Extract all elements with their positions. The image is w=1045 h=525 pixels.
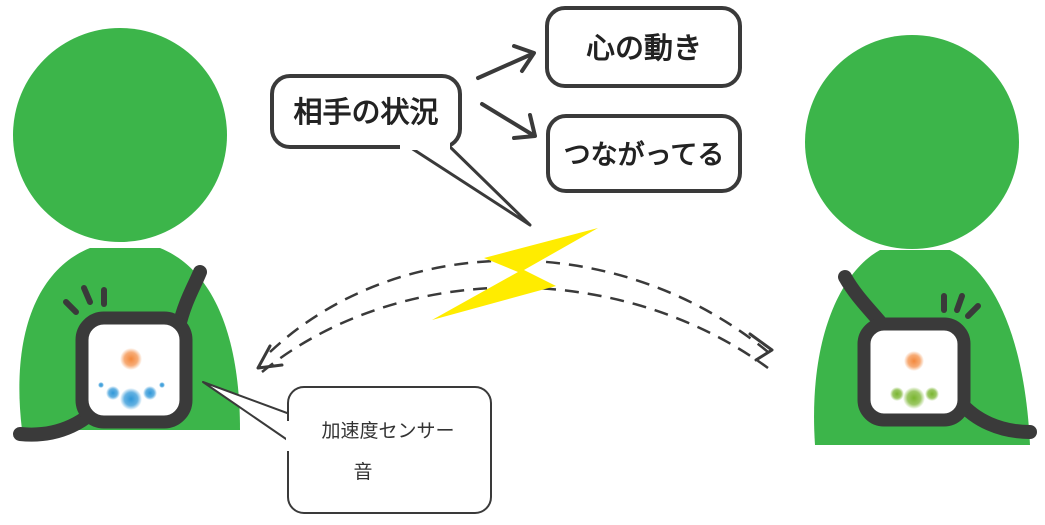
partner-status-label: 相手の状況 <box>293 95 438 129</box>
arc-lower <box>261 286 769 373</box>
left-person-head <box>13 28 227 242</box>
sensor-label-line1: 加速度センサー <box>321 420 454 442</box>
partner-status-callout: 相手の状況 <box>270 74 532 227</box>
left-vibration-icon <box>63 285 107 315</box>
left-wearable-device-icon <box>75 311 193 429</box>
right-vibration-icon <box>941 293 981 319</box>
sensor-label-line2: 音 <box>353 461 372 483</box>
heart-movement-box: 心の動き <box>545 6 742 88</box>
left-arrowhead-icon <box>256 344 284 370</box>
right-person <box>805 35 1037 445</box>
arrow-to-connected <box>480 102 535 137</box>
heart-movement-label: 心の動き <box>586 31 702 65</box>
right-arrowhead-icon <box>748 332 774 362</box>
arc-arrowheads <box>256 332 774 370</box>
arrow-to-connected-head-icon <box>512 113 537 140</box>
connected-box: つながってる <box>546 114 742 193</box>
sensor-callout: 加速度センサー 音 <box>202 381 492 514</box>
connected-label: つながってる <box>564 139 725 171</box>
lightning-bolt-icon <box>432 228 598 320</box>
left-person <box>13 28 241 442</box>
arrow-to-heart <box>476 52 534 80</box>
status-arrows <box>476 44 537 140</box>
right-person-head <box>805 35 1019 249</box>
arrow-to-heart-head-icon <box>512 44 536 73</box>
right-wearable-device-icon <box>857 317 971 427</box>
